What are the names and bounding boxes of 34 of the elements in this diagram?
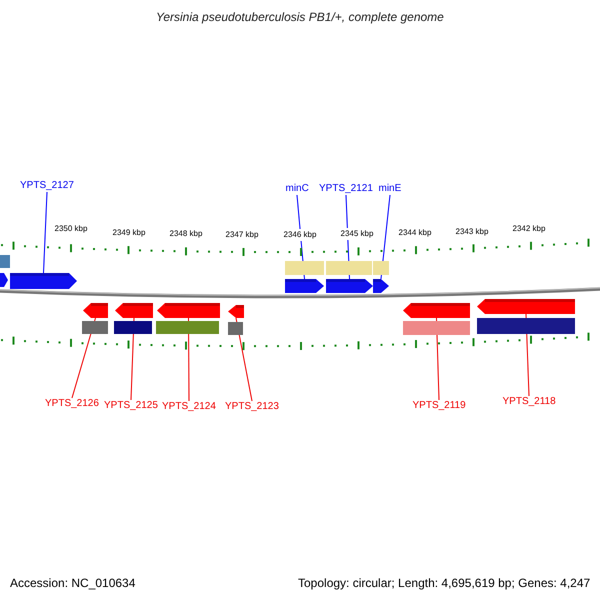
gene-label: minC (286, 183, 309, 195)
gene-feature (285, 279, 324, 293)
title: Yersinia pseudotuberculosis PB1/+, complete genome (156, 11, 444, 23)
gene-feature (10, 273, 77, 289)
gene-label: YPTS_2127 (20, 180, 74, 192)
leader-line (380, 194, 390, 280)
scale-label: 2345 kbp (340, 228, 374, 240)
footer-text: Topology: circular; Length: 4,695,619 bp; Genes: 4,247 (298, 576, 590, 590)
gene-label: YPTS_2121 (319, 183, 373, 195)
gene-feature (477, 299, 575, 314)
leader-line (236, 318, 252, 402)
scale-label: 2346 kbp (284, 229, 316, 241)
scale-label: 2348 kbp (170, 228, 202, 240)
footer-text: Accession: NC_010634 (10, 576, 136, 590)
scale-label: 2347 kbp (226, 229, 258, 241)
leader-line (43, 192, 48, 274)
gene-label: YPTS_2119 (412, 400, 466, 412)
scale-label: 2350 kbp (54, 223, 88, 235)
scale-label: 2342 kbp (512, 223, 546, 235)
scale-label: 2344 kbp (398, 227, 432, 239)
scale-label: 2349 kbp (112, 227, 146, 239)
gene-label: YPTS_2125 (104, 400, 158, 412)
gene-label: minE (378, 183, 402, 195)
gene-label: YPTS_2124 (162, 401, 216, 413)
scale-label: 2343 kbp (456, 226, 488, 238)
gene-feature (83, 303, 108, 318)
gene-label: YPTS_2126 (45, 398, 99, 410)
gene-label: YPTS_2123 (225, 401, 279, 413)
gene-feature (403, 303, 470, 318)
gene-feature (373, 279, 389, 293)
gene-label: YPTS_2118 (502, 396, 556, 408)
gene-feature (115, 303, 153, 318)
gene-feature (228, 305, 244, 318)
gene-feature (157, 303, 220, 318)
